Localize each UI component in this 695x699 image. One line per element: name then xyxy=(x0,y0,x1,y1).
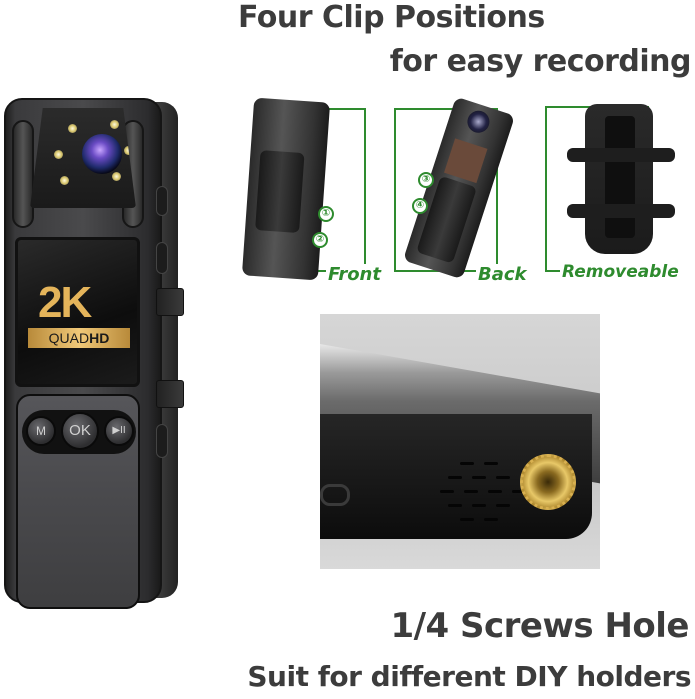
mini-lens-icon xyxy=(464,107,493,136)
ir-led-icon xyxy=(112,172,121,181)
menu-button[interactable]: M xyxy=(26,416,56,446)
side-power-button xyxy=(156,186,168,216)
position-2-marker: ② xyxy=(312,232,328,248)
resolution-2k-label: 2K xyxy=(38,278,92,327)
front-label: Front xyxy=(326,264,383,285)
position-4-marker: ④ xyxy=(412,198,428,214)
clip-wing-bottom xyxy=(567,204,675,218)
removeable-clip-image xyxy=(585,104,653,254)
belt-clip xyxy=(416,175,478,264)
lens-bracket-left xyxy=(12,120,34,228)
ir-led-icon xyxy=(124,146,133,155)
hd-text: HD xyxy=(89,330,110,346)
mini-screen xyxy=(444,138,488,184)
belt-clip xyxy=(255,150,305,234)
rotating-lens-head xyxy=(30,108,136,208)
subheading-diy-holders: Suit for different DIY holders xyxy=(247,660,691,693)
brass-screw-hole-icon xyxy=(520,454,576,510)
side-record-button xyxy=(156,424,168,458)
speaker-grille-icon xyxy=(440,454,530,534)
camera-lens-icon xyxy=(82,134,122,174)
ir-led-icon xyxy=(110,120,119,129)
body-camera-product-image: 2K QUADHD M OK ▶II xyxy=(0,88,190,609)
ir-led-icon xyxy=(68,124,77,133)
play-pause-button[interactable]: ▶II xyxy=(104,416,134,446)
side-camera-button xyxy=(156,242,168,274)
ir-led-icon xyxy=(60,176,69,185)
subheading-easy-recording: for easy recording xyxy=(389,44,692,79)
removeable-label: Removeable xyxy=(560,262,681,282)
usb-c-port-icon xyxy=(320,484,350,506)
clip-front-device-image xyxy=(241,97,331,281)
back-label: Back xyxy=(476,264,529,285)
position-3-marker: ③ xyxy=(418,172,434,188)
device-bottom-body xyxy=(320,414,592,539)
quad-hd-badge: QUADHD xyxy=(28,328,130,348)
heading-four-clip-positions: Four Clip Positions xyxy=(238,0,545,35)
clip-mount-tab xyxy=(156,288,184,316)
heading-screws-hole: 1/4 Screws Hole xyxy=(390,606,689,646)
clip-wing-top xyxy=(567,148,675,162)
device-body: 2K QUADHD M OK ▶II xyxy=(4,98,162,609)
device-screen: 2K QUADHD xyxy=(15,237,140,387)
control-panel: M OK ▶II xyxy=(16,394,140,609)
ir-led-icon xyxy=(54,150,63,159)
button-bar: M OK ▶II xyxy=(22,410,136,454)
position-1-marker: ① xyxy=(318,206,334,222)
screw-hole-closeup-image xyxy=(320,314,600,569)
quad-text: QUAD xyxy=(48,330,90,346)
clip-mount-tab xyxy=(156,380,184,408)
clip-slot xyxy=(605,116,635,238)
ok-button[interactable]: OK xyxy=(61,412,99,450)
